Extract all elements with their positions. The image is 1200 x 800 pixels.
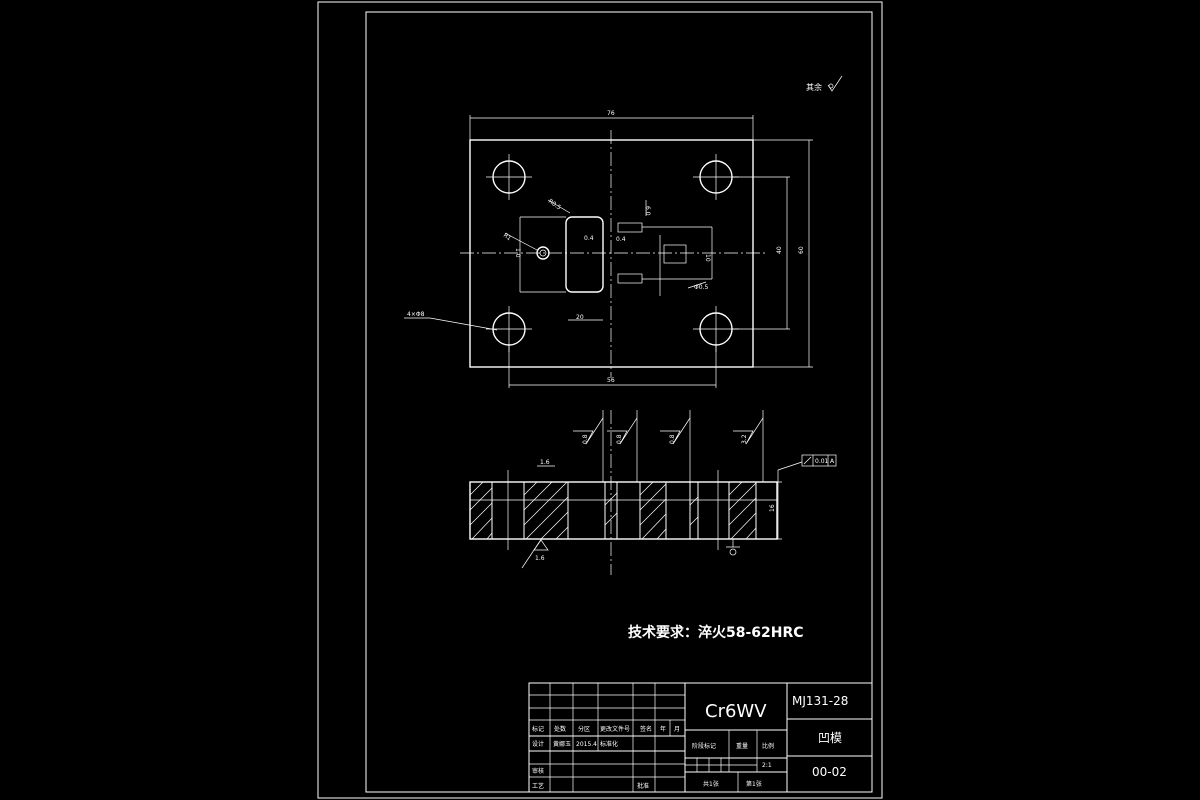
tb-sheet-current: 第1张 <box>746 780 762 788</box>
roughness-note-text: 其余 <box>806 82 822 92</box>
hole-callout-text: 4×Φ8 <box>407 311 425 318</box>
roughness-symbol-icon <box>573 417 604 445</box>
tb-standard: 标准化 <box>600 740 618 748</box>
dim-right: 40 60 <box>732 139 813 368</box>
cavity-label: 1.0 <box>514 248 521 258</box>
flatness-frame <box>801 454 837 467</box>
tb-scale-value: 2:1 <box>762 762 772 769</box>
section-roughness: 0.8 0.8 0.8 3.2 1.6 1.6 <box>521 417 764 569</box>
tb-header: 分区 <box>578 725 590 733</box>
tb-header: 更改文件号 <box>600 725 630 733</box>
hole-callout: 4×Φ8 <box>404 311 498 331</box>
outer-border <box>317 1 883 799</box>
dim-right-outer-text: 60 <box>798 246 805 254</box>
cavity-label: R0.5 <box>547 198 562 212</box>
roughness-value: 3.2 <box>741 434 748 444</box>
tb-designer: 黄娜玉 <box>553 740 571 748</box>
dim-bottom: 56 <box>508 345 717 388</box>
plan-view: R0.5 R1 0.4 0.4 6.0 20 10 Φ0.5 1.0 76 56 <box>404 110 813 388</box>
roughness-symbol-icon <box>660 417 691 445</box>
cavity-label: 6.0 <box>644 206 651 216</box>
tb-process: 工艺 <box>532 782 544 790</box>
dim-height: 16 <box>769 504 776 512</box>
roughness-note: 其余 <box>806 75 843 92</box>
cavity-label: R1 <box>502 232 513 242</box>
roughness-left: 1.6 <box>535 555 545 562</box>
pilot-hole <box>536 246 550 260</box>
section-view: 0.8 0.8 0.8 3.2 1.6 1.6 16 0.01 A <box>469 410 837 575</box>
tb-header: 处数 <box>554 725 566 733</box>
roughness-value: 0.8 <box>582 434 589 444</box>
roughness-left: 1.6 <box>540 459 550 466</box>
tb-header: 标记 <box>532 725 544 733</box>
tb-part-name: 凹模 <box>818 731 842 745</box>
inner-border <box>365 11 873 793</box>
tb-stage-label: 阶段标记 <box>692 742 716 750</box>
dim-top: 76 <box>469 110 754 140</box>
roughness-symbol-icon <box>733 417 764 445</box>
roughness-symbol-icon <box>607 417 638 445</box>
cavity-rect <box>565 216 604 293</box>
roughness-value: 0.8 <box>669 434 676 444</box>
tb-drawing-number: MJ131-28 <box>792 694 848 708</box>
cavity-label: 0.4 <box>616 236 626 243</box>
tb-sheet-total: 共1张 <box>703 780 719 788</box>
cavity: R0.5 R1 0.4 0.4 6.0 20 10 Φ0.5 1.0 <box>502 198 713 321</box>
tb-weight-label: 重量 <box>736 742 748 750</box>
tb-approve: 批准 <box>637 782 649 790</box>
plate-outline <box>469 139 754 368</box>
datum-symbol-icon <box>726 539 740 548</box>
dim-bottom-text: 56 <box>607 377 615 384</box>
tb-date: 2015.4 <box>576 741 597 748</box>
dim-top-text: 76 <box>607 110 615 117</box>
cavity-label: 20 <box>576 314 584 321</box>
datum-letter: A <box>830 458 835 465</box>
tb-code: 00-02 <box>812 765 847 779</box>
cavity-label: 10 <box>704 254 711 262</box>
roughness-symbol-icon <box>827 75 843 92</box>
tb-design-label: 设计 <box>532 740 544 748</box>
section-dims: 16 0.01 A <box>726 454 837 556</box>
tb-header: 签名 <box>640 725 652 733</box>
cavity-label: Φ0.5 <box>694 284 708 291</box>
tb-review: 审核 <box>532 767 544 775</box>
dim-right-inner-text: 40 <box>776 246 783 254</box>
section-outline <box>469 481 778 540</box>
flatness-value: 0.01 <box>815 458 829 465</box>
title-block: 标记 处数 分区 更改文件号 签名 年 月 设计 黄娜玉 2015.4 标准化 … <box>528 682 873 793</box>
roughness-value: 0.8 <box>616 434 623 444</box>
tb-scale-label: 比例 <box>762 742 774 750</box>
tb-material: Cr6WV <box>705 701 767 722</box>
section-hatch <box>469 481 757 540</box>
tb-header: 月 <box>674 726 680 733</box>
tb-header: 年 <box>660 725 666 733</box>
cavity-label: 0.4 <box>584 235 594 242</box>
corner-holes <box>486 154 739 352</box>
technical-requirements: 技术要求：淬火58-62HRC <box>628 624 804 641</box>
